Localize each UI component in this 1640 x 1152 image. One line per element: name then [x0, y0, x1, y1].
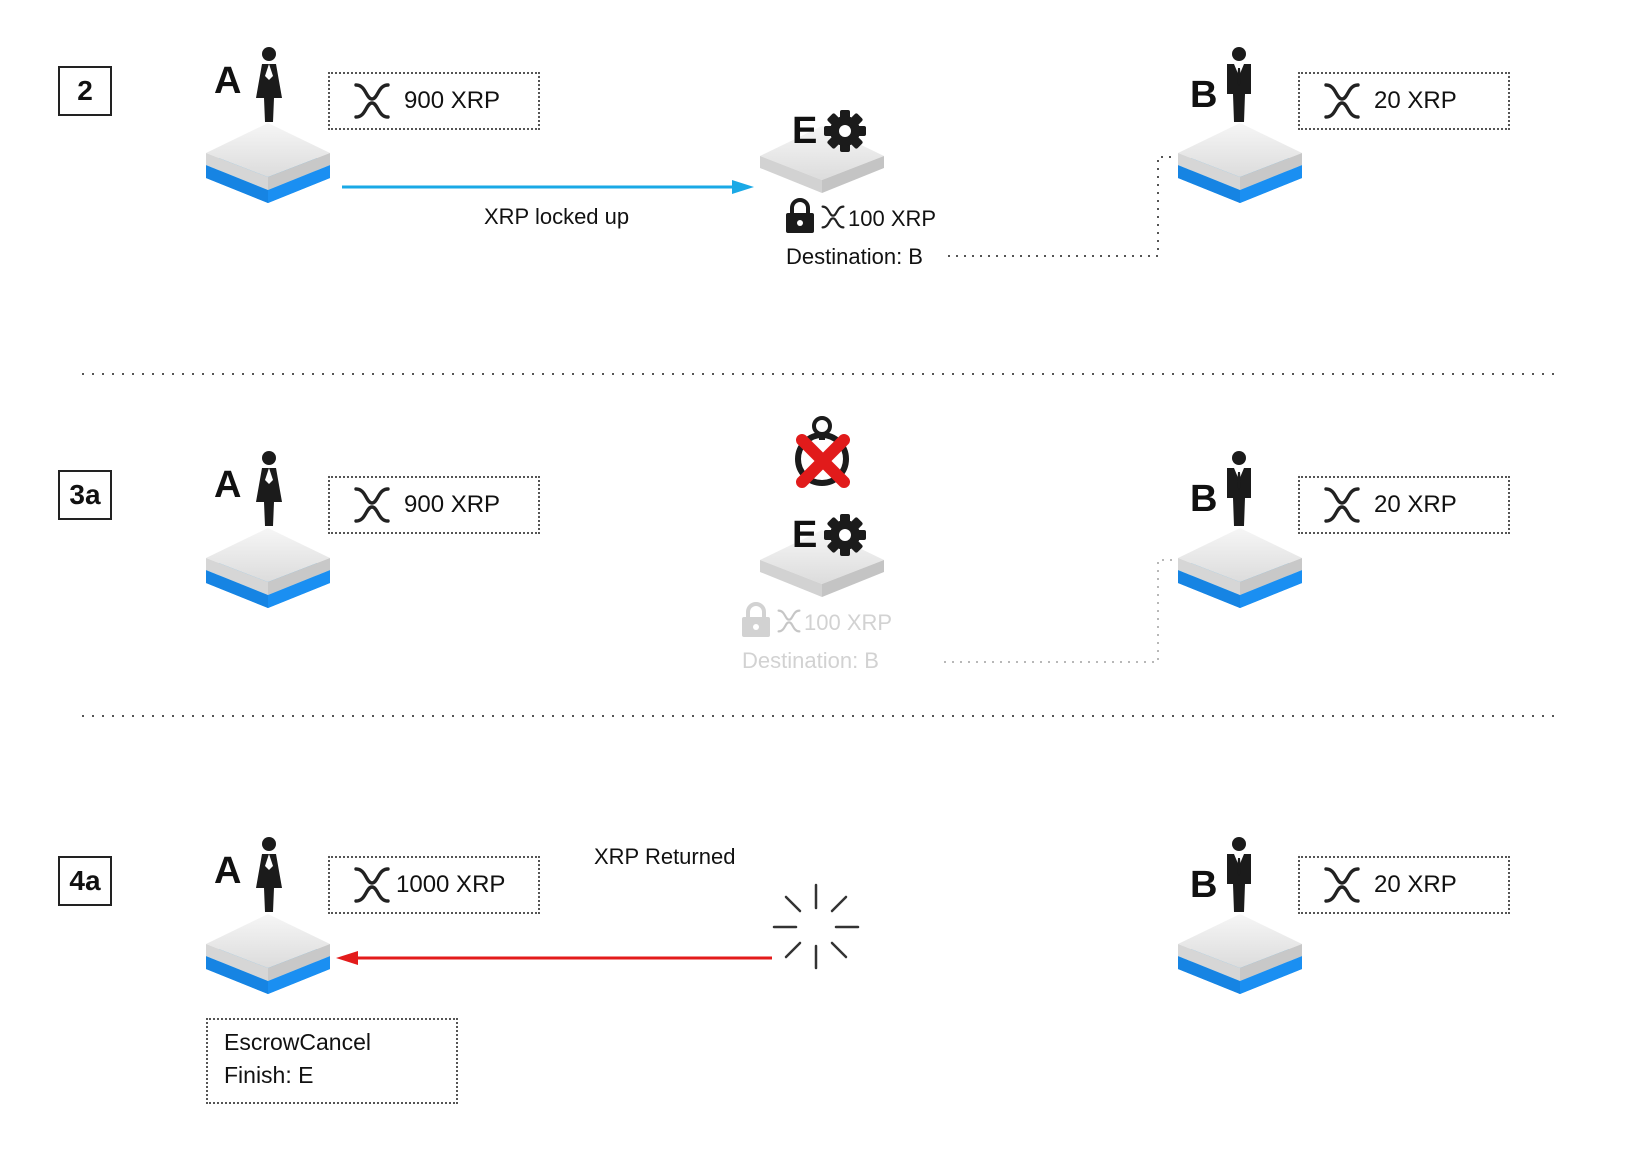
- ledger-a: [206, 914, 330, 994]
- xrp-icon: [354, 83, 390, 119]
- gear-icon: [824, 110, 866, 152]
- balance-b-value: 20 XRP: [1374, 491, 1457, 518]
- arrow-label-locked: XRP locked up: [484, 204, 630, 229]
- balance-a: 900 XRP: [328, 72, 540, 130]
- person-a-woman-icon: [256, 837, 282, 912]
- party-b-label: B: [1190, 864, 1218, 906]
- ledger-a: [206, 528, 330, 608]
- person-b-man-icon: [1227, 451, 1251, 526]
- xrp-icon: [1324, 867, 1360, 903]
- balance-b: 20 XRP: [1298, 476, 1510, 534]
- lock-icon: [784, 198, 816, 235]
- ledger-b: [1178, 528, 1302, 608]
- escrow-amount: 100 XRP: [848, 206, 937, 231]
- locked-arrow-head: [732, 180, 754, 194]
- ledger-b: [1178, 914, 1302, 994]
- return-arrow-head: [336, 951, 358, 965]
- party-b-label: B: [1190, 478, 1218, 520]
- balance-a-value: 900 XRP: [404, 87, 501, 114]
- escrow-label: E: [792, 110, 818, 152]
- transaction-note: EscrowCancel Finish: E: [206, 1018, 458, 1104]
- xrp-icon: [777, 609, 801, 633]
- party-b-label: B: [1190, 74, 1218, 116]
- xrp-icon: [1324, 487, 1360, 523]
- balance-a: 900 XRP: [328, 476, 540, 534]
- step-label-4a: 4a: [58, 856, 112, 906]
- transaction-type: EscrowCancel: [224, 1029, 371, 1055]
- xrp-icon: [354, 487, 390, 523]
- party-a-label: A: [214, 850, 242, 892]
- balance-a-value: 1000 XRP: [396, 871, 506, 898]
- xrp-icon: [354, 867, 390, 903]
- escrow-amount: 100 XRP: [804, 610, 893, 635]
- lock-icon: [740, 602, 772, 639]
- arrow-label-returned: XRP Returned: [594, 844, 736, 869]
- escrow-platform: [760, 530, 884, 597]
- step-label-3a: 3a: [58, 470, 112, 520]
- destination-link: [948, 156, 1176, 257]
- transaction-finish: Finish: E: [224, 1062, 314, 1088]
- destination-link: [944, 559, 1176, 663]
- balance-b-value: 20 XRP: [1374, 871, 1457, 898]
- stopwatch-icon: [795, 416, 849, 486]
- balance-b-value: 20 XRP: [1374, 87, 1457, 114]
- ledger-b: [1178, 123, 1302, 203]
- gear-icon: [824, 514, 866, 556]
- cancel-x-icon: [796, 434, 850, 488]
- balance-b: 20 XRP: [1298, 856, 1510, 914]
- person-a-woman-icon: [256, 47, 282, 122]
- party-a-label: A: [214, 60, 242, 102]
- xrp-icon: [821, 205, 845, 229]
- burst-icon: [772, 883, 860, 970]
- balance-a: 1000 XRP: [328, 856, 540, 914]
- xrp-icon: [1324, 83, 1360, 119]
- escrow-platform: [760, 126, 884, 193]
- person-b-man-icon: [1227, 47, 1251, 122]
- escrow-destination: Destination: B: [786, 244, 923, 269]
- person-a-woman-icon: [256, 451, 282, 526]
- ledger-a: [206, 123, 330, 203]
- person-b-man-icon: [1227, 837, 1251, 912]
- balance-b: 20 XRP: [1298, 72, 1510, 130]
- step-label-2: 2: [58, 66, 112, 116]
- escrow-label: E: [792, 514, 818, 556]
- balance-a-value: 900 XRP: [404, 491, 501, 518]
- party-a-label: A: [214, 464, 242, 506]
- escrow-destination: Destination: B: [742, 648, 879, 673]
